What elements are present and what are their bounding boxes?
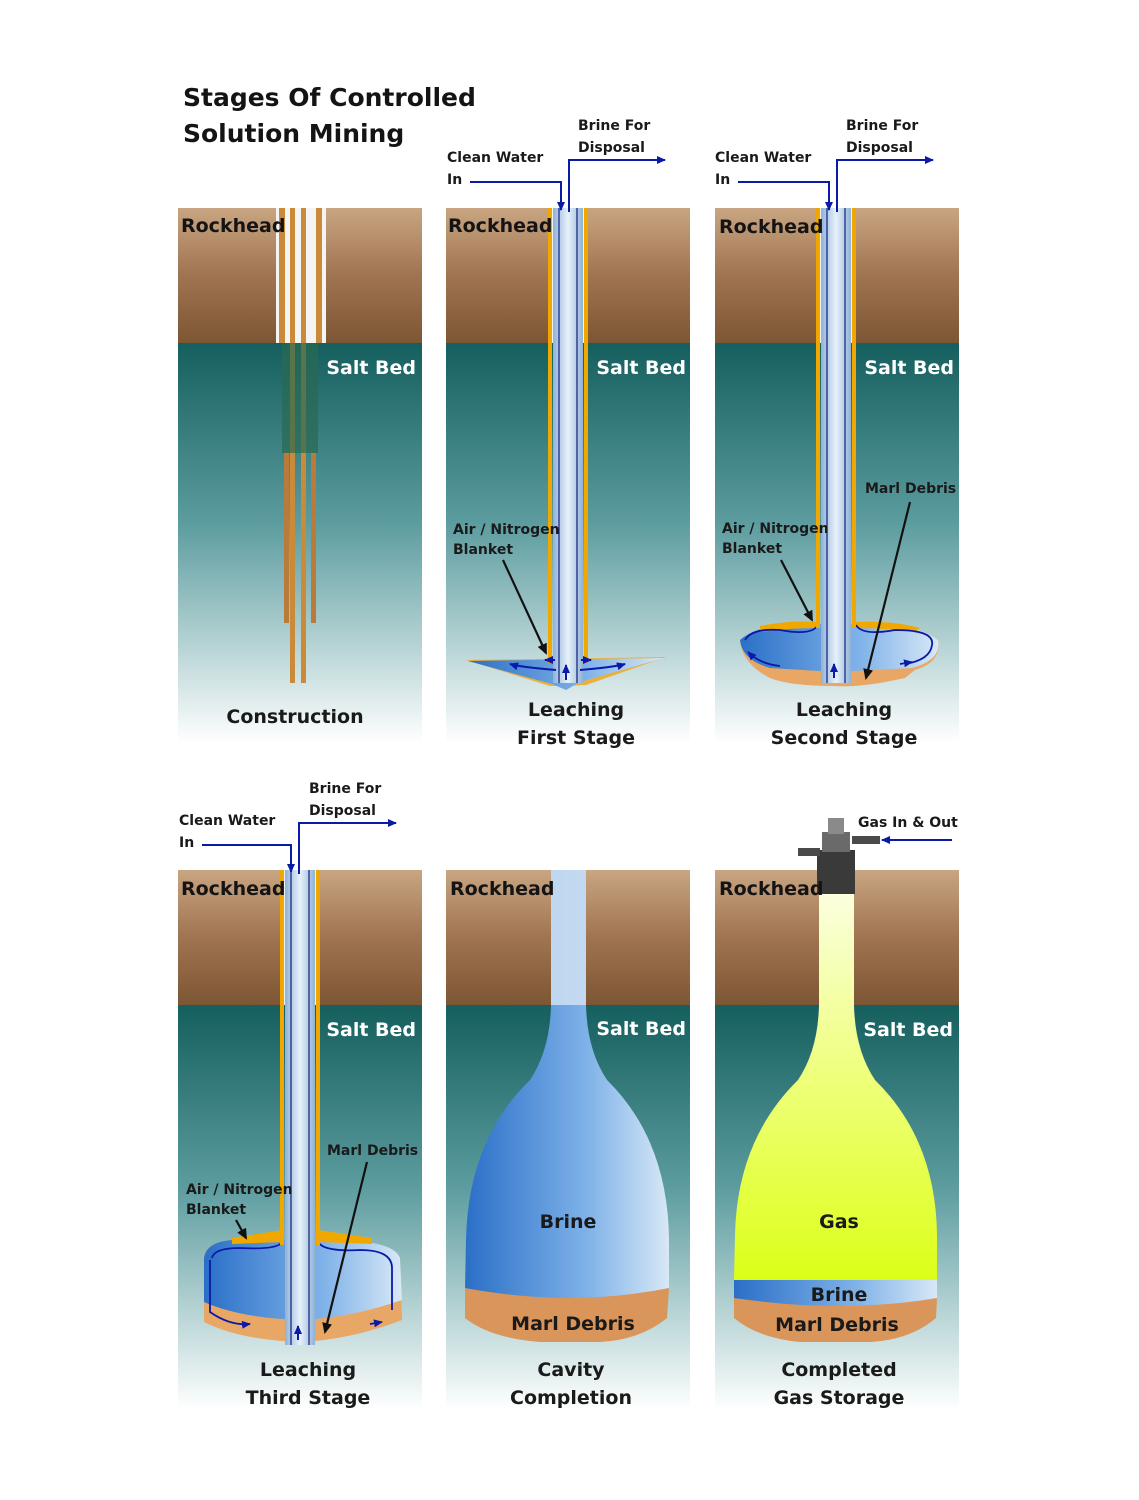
clean-water-label: Clean Water xyxy=(715,150,811,166)
clean-water-label: Clean Water xyxy=(447,150,543,166)
rockhead-label: Rockhead xyxy=(448,215,552,237)
caption-leaching-second-1: Leaching xyxy=(796,699,892,721)
salt-bed-label: Salt Bed xyxy=(596,1018,686,1040)
salt-bed-label: Salt Bed xyxy=(864,357,954,379)
rockhead-label: Rockhead xyxy=(181,878,285,900)
rockhead-label: Rockhead xyxy=(450,878,554,900)
blanket-label: Blanket xyxy=(453,542,513,558)
caption-leaching-third-1: Leaching xyxy=(260,1359,356,1381)
caption-gas-storage-2: Gas Storage xyxy=(774,1387,905,1409)
brine-label: Brine xyxy=(811,1284,868,1306)
clean-water-in-label: In xyxy=(179,835,194,851)
clean-water-in-label: In xyxy=(715,172,730,188)
brine-for-label: Brine For xyxy=(846,118,918,134)
caption-leaching-first-2: First Stage xyxy=(517,727,635,749)
marl-debris-label: Marl Debris xyxy=(327,1143,418,1159)
air-nitrogen-label: Air / Nitrogen xyxy=(186,1182,293,1198)
air-nitrogen-label: Air / Nitrogen xyxy=(722,521,829,537)
panel-leaching-first: Rockhead Salt Bed Air / Nitrogen Blanket… xyxy=(446,118,690,749)
salt-bed-label: Salt Bed xyxy=(863,1019,953,1041)
salt-bed-label: Salt Bed xyxy=(326,1019,416,1041)
caption-construction: Construction xyxy=(226,706,363,728)
blanket-label: Blanket xyxy=(186,1202,246,1218)
panel-leaching-third: Rockhead Salt Bed Air / Nitrogen Blanket… xyxy=(178,781,422,1410)
panel-construction: Rockhead Salt Bed Construction xyxy=(178,208,422,743)
gas-label: Gas xyxy=(819,1211,859,1233)
page-title: Stages Of Controlled Solution Mining xyxy=(183,83,476,148)
marl-debris-label: Marl Debris xyxy=(511,1313,635,1335)
clean-water-label: Clean Water xyxy=(179,813,275,829)
disposal-label: Disposal xyxy=(846,140,913,156)
rockhead-label: Rockhead xyxy=(181,215,285,237)
rockhead-label: Rockhead xyxy=(719,216,823,238)
brine-for-label: Brine For xyxy=(309,781,381,797)
disposal-label: Disposal xyxy=(578,140,645,156)
blanket-label: Blanket xyxy=(722,541,782,557)
clean-water-in-label: In xyxy=(447,172,462,188)
disposal-label: Disposal xyxy=(309,803,376,819)
brine-for-label: Brine For xyxy=(578,118,650,134)
marl-debris-label: Marl Debris xyxy=(775,1314,899,1336)
caption-cavity-1: Cavity xyxy=(537,1359,605,1381)
panel-leaching-second: Rockhead Salt Bed Air / Nitrogen Blanket… xyxy=(715,118,959,749)
panel-gas-storage: Gas In & Out Rockhead Salt Bed Gas Brine… xyxy=(715,815,959,1410)
brine-label: Brine xyxy=(540,1211,597,1233)
salt-bed-label: Salt Bed xyxy=(326,357,416,379)
marl-debris-label: Marl Debris xyxy=(865,481,956,497)
gas-in-out-label: Gas In & Out xyxy=(858,815,958,831)
caption-leaching-second-2: Second Stage xyxy=(771,727,918,749)
caption-leaching-third-2: Third Stage xyxy=(246,1387,371,1409)
caption-gas-storage-1: Completed xyxy=(781,1359,896,1381)
salt-bed-label: Salt Bed xyxy=(596,357,686,379)
caption-leaching-first-1: Leaching xyxy=(528,699,624,721)
rockhead-label: Rockhead xyxy=(719,878,823,900)
panel-cavity-completion: Rockhead Salt Bed Brine Marl Debris Cavi… xyxy=(446,870,690,1410)
air-nitrogen-label: Air / Nitrogen xyxy=(453,522,560,538)
caption-cavity-2: Completion xyxy=(510,1387,632,1409)
